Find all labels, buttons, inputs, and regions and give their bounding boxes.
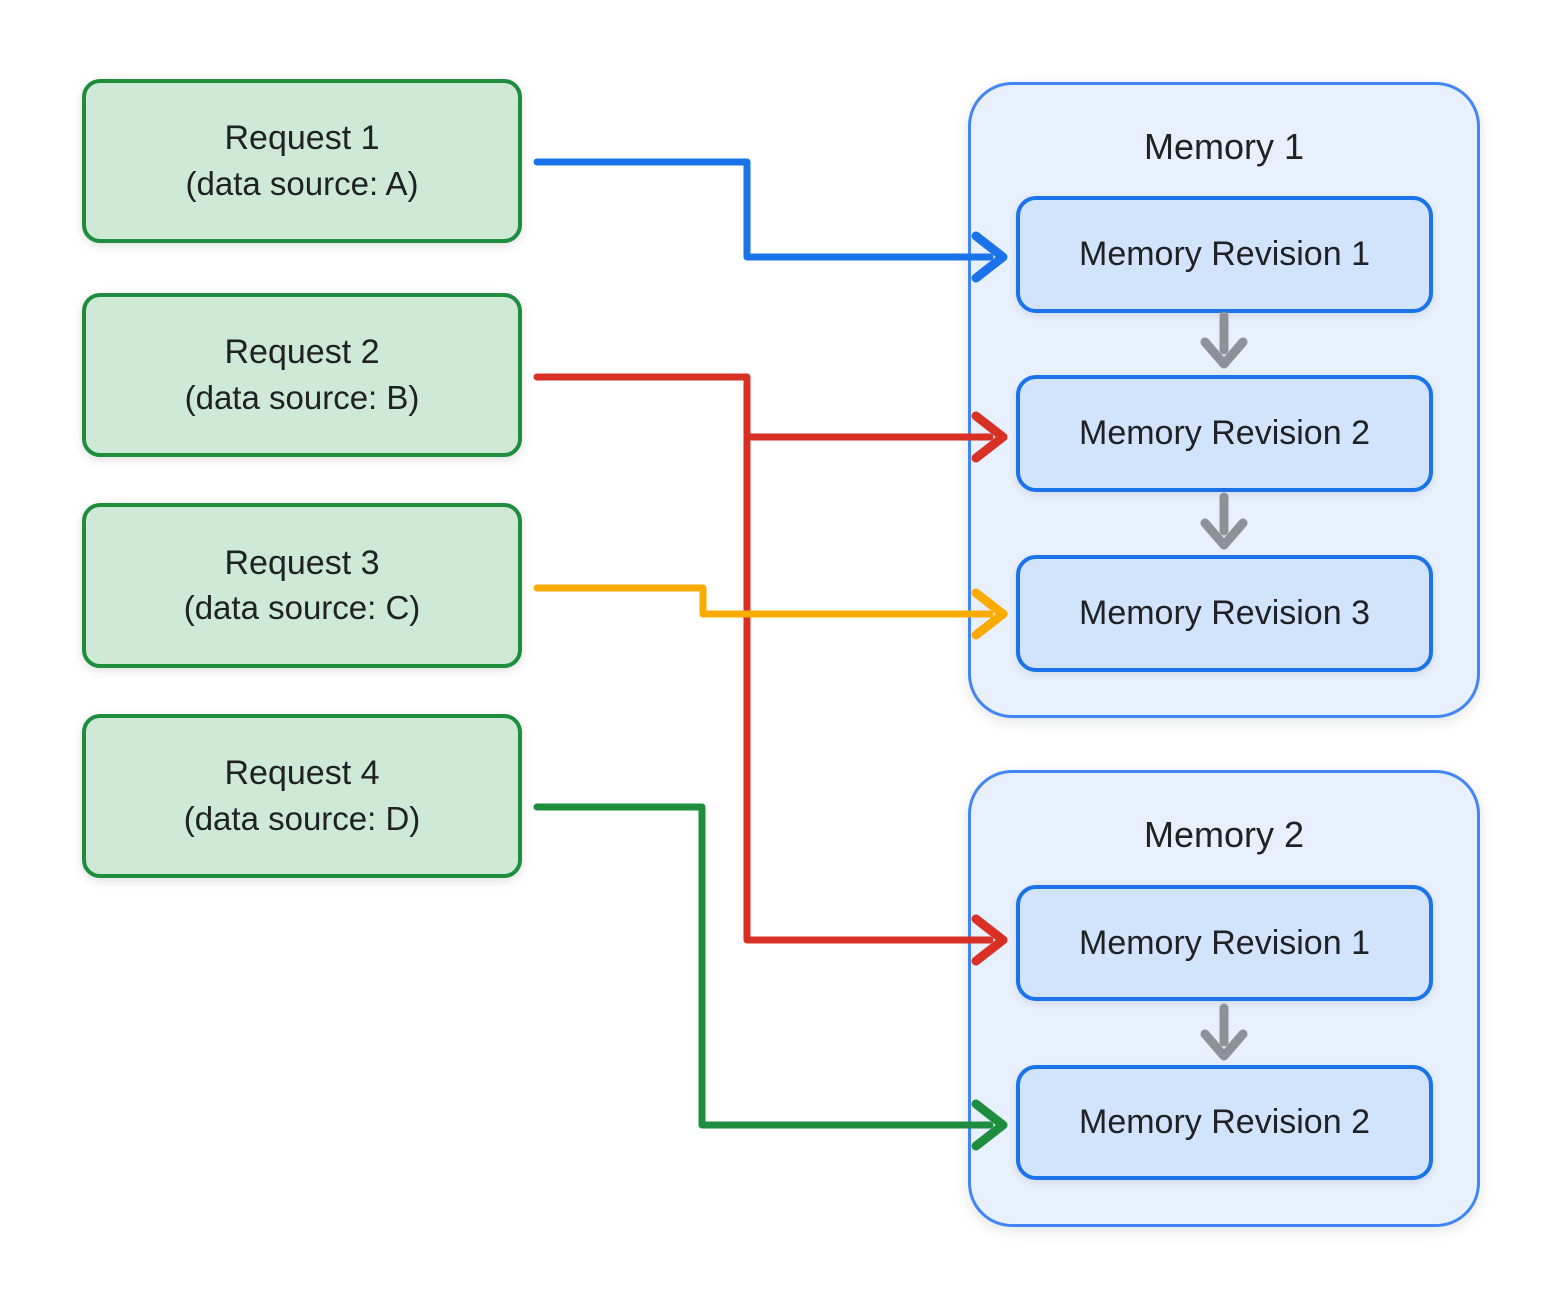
connector-request2 <box>533 373 1008 966</box>
memory-2-revision-2-label: Memory Revision 2 <box>1079 1103 1370 1141</box>
connector-request3 <box>533 584 1008 640</box>
request-1-subtitle: (data source: A) <box>185 164 419 202</box>
request-2-subtitle: (data source: B) <box>184 378 420 416</box>
connector-request1 <box>533 158 1008 283</box>
connector-request4-line <box>533 803 994 1129</box>
request-2-box: Request 2 (data source: B) <box>82 293 522 457</box>
memory-2-container: Memory 2 Memory Revision 1 Memory Revisi… <box>968 770 1480 1227</box>
memory-1-revision-3-box: Memory Revision 3 <box>1016 555 1433 672</box>
memory-1-container: Memory 1 Memory Revision 1 Memory Revisi… <box>968 82 1480 718</box>
request-3-title: Request 3 <box>224 543 380 582</box>
request-2-title: Request 2 <box>224 333 380 372</box>
request-1-box: Request 1 (data source: A) <box>82 79 522 243</box>
memory-2-revision-1-label: Memory Revision 1 <box>1079 923 1370 962</box>
memory-2-revision-2-box: Memory Revision 2 <box>1016 1065 1433 1180</box>
memory-1-revision-1-label: Memory Revision 1 <box>1079 235 1370 273</box>
memory-1-revision-1-box: Memory Revision 1 <box>1016 196 1433 313</box>
memory-2-revision-1-box: Memory Revision 1 <box>1016 885 1433 1001</box>
connector-request2-line <box>533 373 994 944</box>
connector-request1-line <box>533 158 994 261</box>
connector-request4 <box>533 803 1008 1151</box>
request-1-title: Request 1 <box>224 119 380 158</box>
request-3-subtitle: (data source: C) <box>183 589 421 627</box>
request-4-subtitle: (data source: D) <box>183 799 421 837</box>
request-4-box: Request 4 (data source: D) <box>82 714 522 878</box>
request-3-box: Request 3 (data source: C) <box>82 503 522 668</box>
memory-1-revision-3-label: Memory Revision 3 <box>1079 594 1370 632</box>
memory-1-title: Memory 1 <box>1143 126 1305 167</box>
memory-1-revision-2-label: Memory Revision 2 <box>1079 414 1370 452</box>
memory-1-revision-2-box: Memory Revision 2 <box>1016 375 1433 492</box>
connector-request3-line <box>533 584 994 618</box>
request-4-title: Request 4 <box>224 754 380 793</box>
memory-2-title: Memory 2 <box>1143 814 1305 855</box>
